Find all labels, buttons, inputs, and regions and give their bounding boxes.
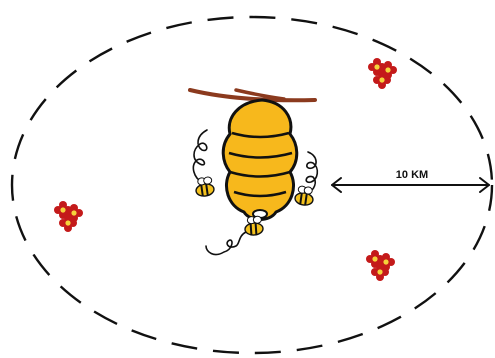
bee-icon (244, 216, 263, 236)
distance-label: 10 KM (396, 169, 428, 181)
flower-cluster-icon (366, 250, 395, 281)
flower-cluster-icon (368, 58, 397, 89)
bee-icon (294, 185, 314, 206)
beehive (223, 100, 297, 220)
flower-cluster-icon (54, 201, 83, 232)
branch (190, 90, 315, 100)
